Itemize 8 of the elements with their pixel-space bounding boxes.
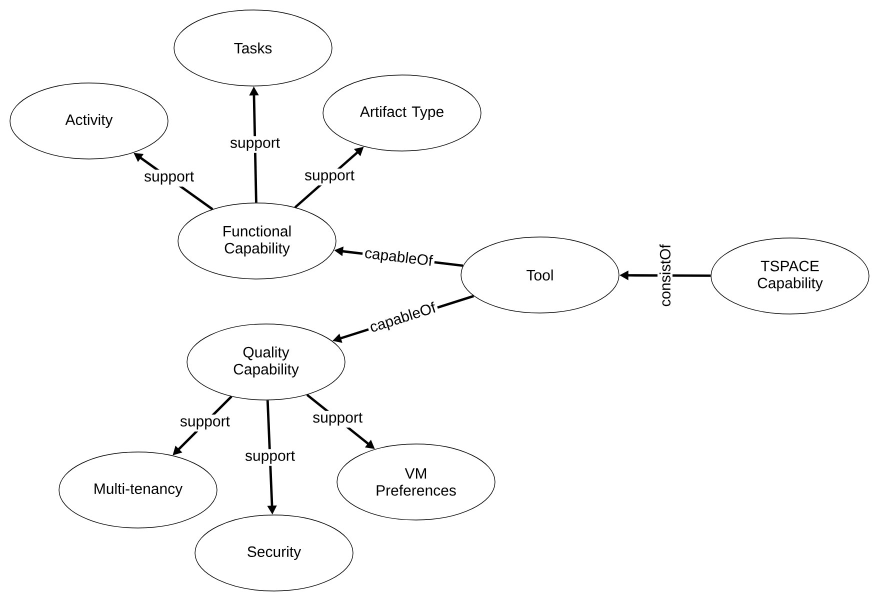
edge-label: support: [142, 170, 196, 187]
edge-label: consistOf: [658, 242, 673, 309]
edge-label: support: [243, 449, 298, 466]
edge-label: support: [302, 168, 357, 186]
edge-label: support: [310, 410, 365, 428]
edge-label: support: [228, 136, 282, 153]
edge-label: support: [178, 414, 232, 432]
edge-label: capableOf: [362, 244, 436, 272]
